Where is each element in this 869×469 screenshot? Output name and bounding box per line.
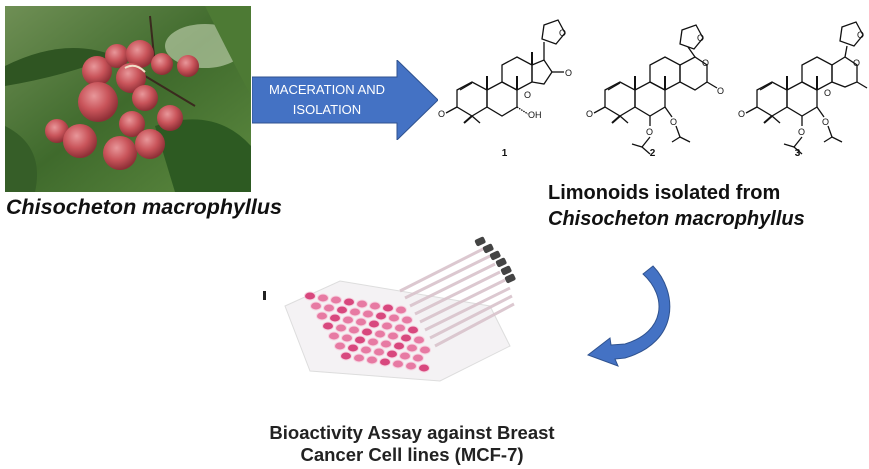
assay-caption: Bioactivity Assay against Breast Cancer …	[262, 422, 562, 466]
well	[348, 325, 360, 335]
well	[373, 347, 385, 357]
plant-photo	[5, 6, 251, 192]
svg-text:O: O	[670, 117, 677, 127]
svg-text:O: O	[822, 117, 829, 127]
well	[419, 345, 431, 355]
well	[394, 323, 406, 333]
plant-caption: Chisocheton macrophyllus	[6, 195, 282, 219]
well	[334, 341, 346, 351]
limonoids-title-line2: Chisocheton macrophyllus	[548, 208, 805, 230]
well	[392, 359, 404, 369]
well	[347, 343, 359, 353]
assay-caption-line1: Bioactivity Assay against Breast	[269, 422, 555, 443]
well	[330, 295, 342, 305]
well	[418, 363, 430, 373]
arrow-label-line2: ISOLATION	[292, 102, 362, 117]
compound-label-2: 2	[649, 148, 656, 159]
svg-text:O: O	[586, 109, 593, 119]
well	[342, 315, 354, 325]
compound-structure-2: O O O O O O 2	[580, 2, 725, 167]
svg-text:O: O	[824, 88, 831, 98]
well	[355, 317, 367, 327]
stray-mark	[263, 291, 266, 300]
well	[405, 361, 417, 371]
well	[401, 315, 413, 325]
well	[367, 337, 379, 347]
well	[362, 309, 374, 319]
svg-text:OH: OH	[528, 110, 542, 120]
well	[317, 293, 329, 303]
svg-text:O: O	[438, 109, 445, 119]
compound-label-3: 3	[794, 148, 801, 159]
assay-caption-line2: Cancer Cell lines (MCF-7)	[300, 444, 524, 465]
compound-structure-3: O O O O O O 3	[725, 2, 869, 167]
svg-text:O: O	[702, 58, 709, 68]
well	[322, 321, 334, 331]
well	[343, 297, 355, 307]
well	[340, 351, 352, 361]
compound-structure-1: O O O O OH 1	[432, 2, 577, 167]
well	[386, 349, 398, 359]
curved-arrow	[580, 262, 690, 372]
well	[382, 303, 394, 313]
compound-label-1: 1	[501, 148, 508, 159]
svg-text:O: O	[646, 127, 653, 137]
well	[388, 313, 400, 323]
well	[368, 319, 380, 329]
well	[393, 341, 405, 351]
arrow-label: MACERATION AND ISOLATION	[252, 60, 402, 140]
well	[379, 357, 391, 367]
well	[329, 313, 341, 323]
maceration-isolation-arrow: MACERATION AND ISOLATION	[252, 60, 438, 140]
limonoids-title: Limonoids isolated from Chisocheton macr…	[548, 180, 805, 232]
limonoids-title-line1: Limonoids isolated from	[548, 182, 781, 204]
well	[413, 335, 425, 345]
well	[407, 325, 419, 335]
arrow-shape	[252, 60, 438, 140]
well	[354, 335, 366, 345]
well	[349, 307, 361, 317]
arrow-label-line1: MACERATION AND	[268, 82, 386, 97]
well	[341, 333, 353, 343]
well	[304, 291, 316, 301]
well	[361, 327, 373, 337]
svg-text:O: O	[853, 58, 860, 68]
well	[360, 345, 372, 355]
well	[387, 331, 399, 341]
assay-plate-image	[280, 236, 520, 382]
well	[335, 323, 347, 333]
well	[400, 333, 412, 343]
svg-text:O: O	[565, 68, 572, 78]
well	[328, 331, 340, 341]
svg-text:O: O	[524, 90, 531, 100]
well	[406, 343, 418, 353]
well	[310, 301, 322, 311]
well	[356, 299, 368, 309]
svg-text:O: O	[738, 109, 745, 119]
well	[366, 355, 378, 365]
svg-text:O: O	[697, 33, 704, 43]
well	[399, 351, 411, 361]
well	[412, 353, 424, 363]
well	[380, 339, 392, 349]
well	[374, 329, 386, 339]
well	[336, 305, 348, 315]
well	[353, 353, 365, 363]
well	[395, 305, 407, 315]
well	[381, 321, 393, 331]
well	[369, 301, 381, 311]
svg-text:O: O	[717, 86, 724, 96]
well	[375, 311, 387, 321]
svg-text:O: O	[798, 127, 805, 137]
svg-text:O: O	[857, 30, 864, 40]
well	[323, 303, 335, 313]
svg-text:O: O	[559, 28, 566, 38]
well	[316, 311, 328, 321]
